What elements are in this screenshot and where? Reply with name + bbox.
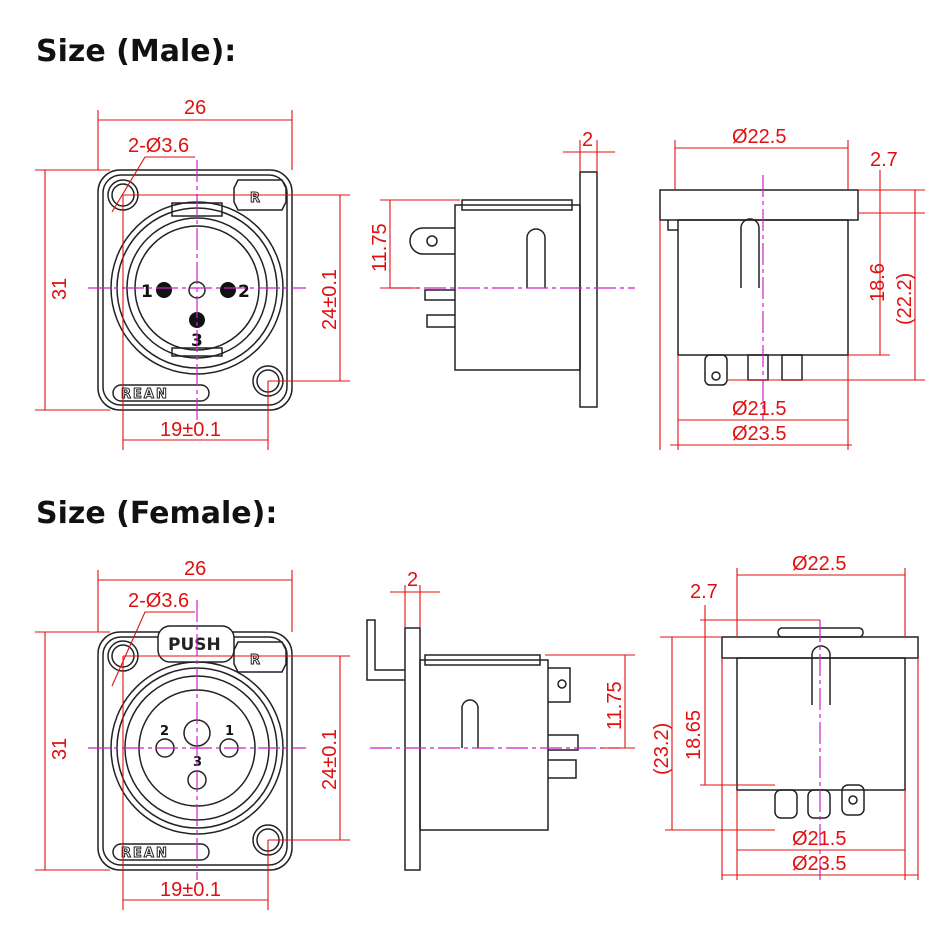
logo-text: R	[250, 191, 262, 206]
pin-label-1: 1	[225, 724, 234, 739]
dim-dia-top: Ø22.5	[732, 126, 786, 148]
male-section-title: Size (Male):	[36, 34, 237, 69]
male-rear-view: Ø22.5 2.7 18.6 (22.2) Ø21.5 Ø23.5	[659, 126, 925, 450]
dim-body-len: 18.6	[867, 263, 889, 302]
male-front-view: R REAN 1 2 3 26 31 24±0.1 19±0.1 2-Ø3.6	[35, 97, 350, 450]
dim-flange: 2	[407, 569, 418, 591]
dim-body-len: 18.65	[683, 710, 705, 760]
female-rear-view: Ø22.5 2.7 18.65 (23.2) Ø21.5 Ø23.5	[651, 553, 919, 880]
female-section-title: Size (Female):	[36, 496, 278, 531]
dim-width: 26	[184, 97, 206, 119]
dim-h-spacing: 19±0.1	[160, 879, 221, 901]
brand-text: REAN	[121, 846, 169, 861]
dim-tab-offset: 11.75	[369, 223, 391, 272]
dim-dia-flange: Ø23.5	[792, 853, 846, 875]
male-side-view: 2 11.75	[369, 129, 635, 408]
push-tab	[157, 625, 235, 663]
dim-h-spacing: 19±0.1	[160, 419, 221, 441]
dim-dia-body: Ø21.5	[792, 828, 846, 850]
female-side-view: 2 11.75	[366, 569, 635, 871]
push-label: PUSH	[168, 635, 221, 655]
dim-dia-body: Ø21.5	[732, 398, 786, 420]
dim-holes: 2-Ø3.6	[128, 135, 189, 157]
dim-tab-offset: 11.75	[604, 681, 626, 730]
dim-dia-top: Ø22.5	[792, 553, 846, 575]
dim-flange-thk: 2.7	[690, 581, 718, 603]
pin-label-2: 2	[160, 724, 169, 739]
dim-height: 31	[49, 278, 71, 300]
pin-label-1: 1	[141, 282, 153, 302]
logo-text: R	[250, 653, 262, 668]
dim-v-spacing: 24±0.1	[319, 269, 341, 330]
dim-total-len: (23.2)	[651, 723, 673, 775]
female-front-view: PUSH R REAN 2 1 3 26 31 24±0.1 19±0.1 2-…	[35, 558, 350, 910]
dim-v-spacing: 24±0.1	[319, 729, 341, 790]
logo-badge	[233, 179, 287, 211]
brand-text: REAN	[121, 387, 169, 402]
dim-flange-thk: 2.7	[870, 149, 898, 171]
pin-label-2: 2	[238, 282, 250, 302]
dim-height: 31	[49, 738, 71, 760]
dim-dia-flange: Ø23.5	[732, 423, 786, 445]
dim-total-len: (22.2)	[894, 273, 916, 325]
dim-holes: 2-Ø3.6	[128, 590, 189, 612]
dim-width: 26	[184, 558, 206, 580]
dim-flange: 2	[582, 129, 593, 151]
